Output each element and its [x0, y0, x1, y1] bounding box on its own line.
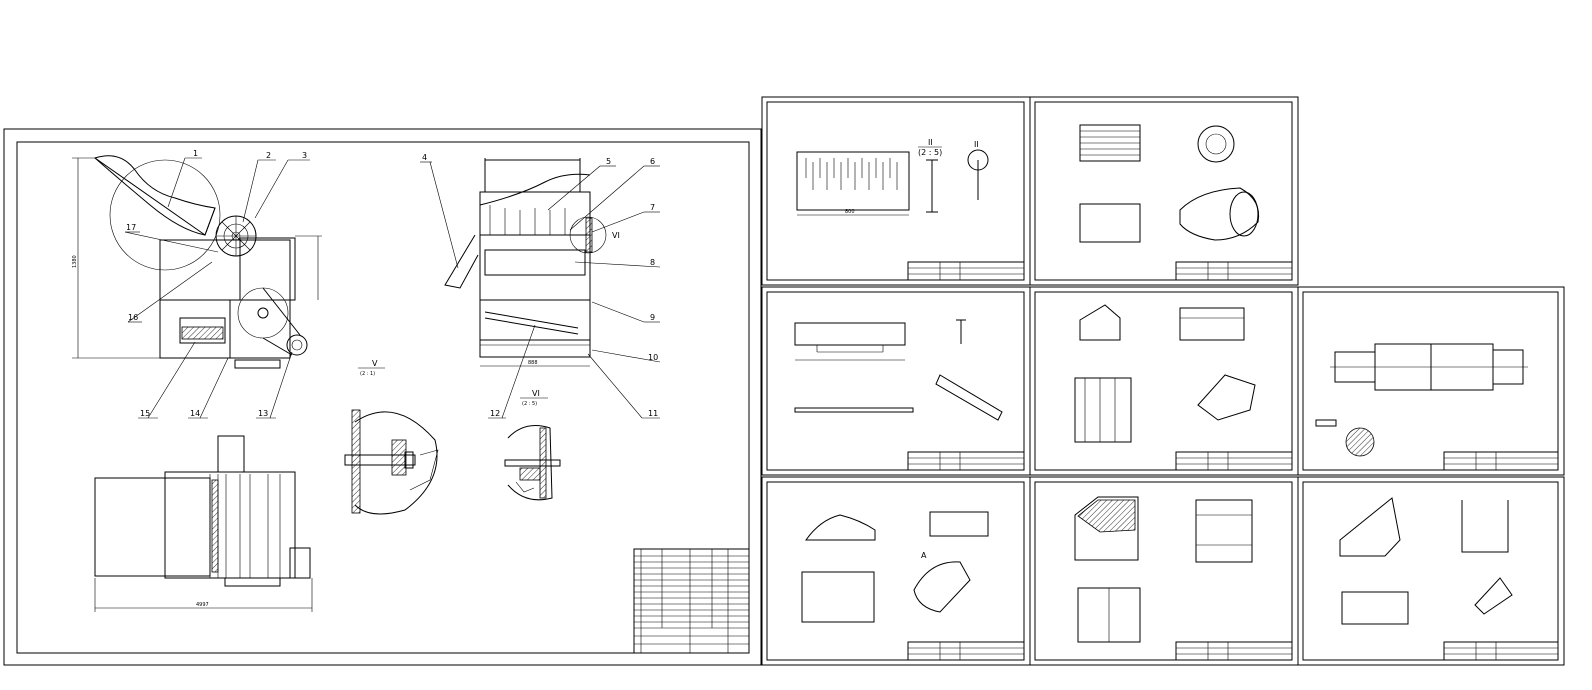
- detail-sheet-4: [1029, 286, 1299, 476]
- callout-4: 4: [422, 153, 427, 162]
- view-label-ii-circle: II: [974, 140, 979, 149]
- callout-11: 11: [648, 409, 658, 418]
- assembly-title-block: [633, 548, 750, 654]
- callout-1: 1: [193, 149, 198, 158]
- callout-13: 13: [258, 409, 268, 418]
- callout-15: 15: [140, 409, 150, 418]
- front-view: 888 VI: [444, 158, 620, 367]
- plan-view: 4997: [94, 435, 313, 612]
- dim-front-width: 888: [528, 360, 538, 366]
- section-detail-vi: [504, 425, 561, 501]
- detail-sheet-8: [1297, 476, 1565, 666]
- dim-overall-height: 1380: [72, 255, 78, 268]
- detail-sheet-2: [1029, 96, 1299, 286]
- front-view-callouts: 4 5 6 7 8 9 10 11 12: [420, 153, 661, 419]
- view-label-vi-section: VI: [532, 389, 540, 398]
- detail-sheet-1: 800 II (2 : 5) II: [761, 96, 1031, 286]
- callout-3: 3: [302, 151, 307, 160]
- view-label-ii: II: [928, 138, 933, 147]
- detail-sheet-3: [761, 286, 1031, 476]
- hopper-chute: [94, 155, 216, 236]
- callout-16: 16: [128, 313, 138, 322]
- callout-14: 14: [190, 409, 200, 418]
- view-label-v-scale: (2 : 1): [360, 371, 375, 377]
- callout-5: 5: [606, 157, 611, 166]
- assembly-sheet: 1380 1 2 3 17 16 15 14 13: [3, 128, 762, 666]
- pulley-large: [237, 287, 289, 339]
- callout-12: 12: [490, 409, 500, 418]
- dim-sheet1-length: 800: [845, 209, 855, 215]
- callout-10: 10: [648, 353, 658, 362]
- view-label-vi-scale: (2 : 5): [522, 401, 537, 407]
- callout-6: 6: [650, 157, 655, 166]
- section-detail-v: [344, 409, 439, 515]
- detail-sheet-6: A: [761, 476, 1031, 666]
- assembly-sheet-frame: [16, 141, 750, 654]
- dim-overall-length: 4997: [196, 602, 209, 608]
- fan-housing-arc: [109, 159, 221, 271]
- detail-label-a: A: [921, 551, 927, 560]
- detail-sheets: 800 II (2 : 5) II: [761, 96, 1565, 666]
- view-label-v: V: [372, 359, 378, 368]
- side-view: 1380: [72, 155, 322, 369]
- side-view-callouts: 1 2 3 17 16 15 14 13: [124, 149, 310, 419]
- callout-17: 17: [126, 223, 136, 232]
- view-label-ii-scale: (2 : 5): [918, 148, 942, 157]
- detail-sheet-5: [1297, 286, 1565, 476]
- callout-8: 8: [650, 258, 655, 267]
- callout-2: 2: [266, 151, 271, 160]
- callout-9: 9: [650, 313, 655, 322]
- motor-pulley: [286, 334, 308, 356]
- view-label-vi: VI: [612, 231, 620, 240]
- assembly-sheet-border: [3, 128, 762, 666]
- detail-circle-vi: [569, 216, 607, 254]
- detail-sheet-7: [1029, 476, 1299, 666]
- callout-7: 7: [650, 203, 655, 212]
